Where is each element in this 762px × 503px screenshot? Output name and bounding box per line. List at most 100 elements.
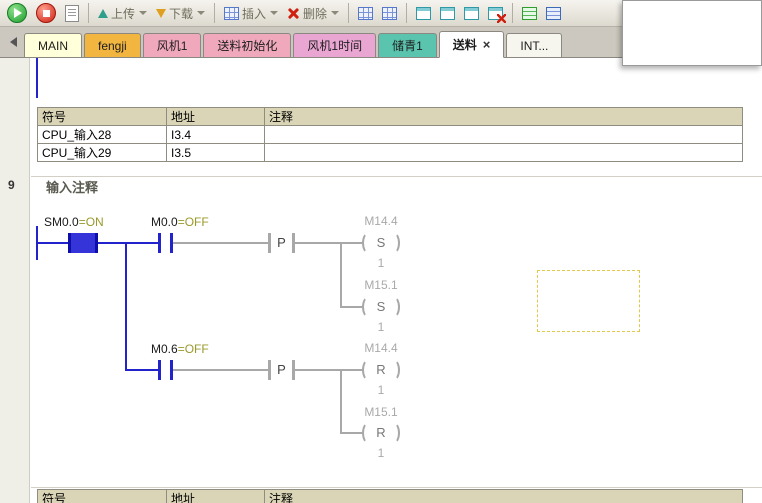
ladder-editor: 符号 地址 注释 CPU_输入28 I3.4 CPU_输入29 I3.5 9 输… bbox=[0, 58, 762, 503]
wire bbox=[295, 369, 364, 371]
wire bbox=[38, 242, 68, 244]
network-title[interactable]: 输入注释 bbox=[46, 177, 98, 196]
delete-label: 删除 bbox=[303, 5, 327, 22]
address-cell[interactable]: I3.5 bbox=[167, 144, 265, 162]
tab-fan1[interactable]: 风机1 bbox=[143, 33, 202, 57]
delete-button[interactable]: 删除 bbox=[284, 4, 342, 23]
coil-address-label: M15.1 bbox=[354, 278, 408, 292]
tab-close-icon[interactable]: × bbox=[483, 38, 491, 51]
coil-address-label: M15.1 bbox=[354, 405, 408, 419]
tab-main[interactable]: MAIN bbox=[24, 33, 82, 57]
stop-button[interactable] bbox=[33, 2, 59, 24]
new-window-button[interactable] bbox=[413, 6, 434, 21]
wire bbox=[127, 242, 158, 244]
cascade-icon bbox=[440, 7, 455, 20]
tab-label: INT... bbox=[520, 39, 548, 53]
network-divider bbox=[31, 176, 762, 177]
contact-sm0-0[interactable] bbox=[68, 233, 98, 253]
tab-fengji[interactable]: fengji bbox=[84, 33, 141, 57]
download-dropdown-icon[interactable] bbox=[197, 11, 205, 15]
tab-int[interactable]: INT... bbox=[506, 33, 562, 57]
table-row: CPU_输入28 I3.4 bbox=[38, 126, 743, 144]
upload-dropdown-icon[interactable] bbox=[139, 11, 147, 15]
tab-label: fengji bbox=[98, 39, 127, 53]
tab-feed-init[interactable]: 送料初始化 bbox=[203, 33, 291, 57]
coil-address-label: M14.4 bbox=[354, 341, 408, 355]
coil-set-m14-4[interactable]: S bbox=[362, 232, 400, 254]
address-grid-icon bbox=[358, 7, 373, 20]
toolbar-separator bbox=[406, 3, 407, 23]
tab-label: 送料初始化 bbox=[217, 37, 277, 54]
insert-icon bbox=[224, 7, 239, 20]
table-row: CPU_输入29 I3.5 bbox=[38, 144, 743, 162]
download-button[interactable]: 下载 bbox=[153, 4, 208, 23]
chevron-left-icon bbox=[10, 37, 17, 47]
coil-operand-label: 1 bbox=[354, 320, 408, 334]
delete-dropdown-icon[interactable] bbox=[331, 11, 339, 15]
tile-icon bbox=[464, 7, 479, 20]
address-cell[interactable]: I3.4 bbox=[167, 126, 265, 144]
tab-label: 储青1 bbox=[392, 37, 423, 54]
symbol-grid-icon bbox=[382, 7, 397, 20]
positive-edge-contact[interactable]: P bbox=[268, 233, 295, 253]
delete-icon bbox=[287, 7, 300, 20]
contact-operand-label: SM0.0=ON bbox=[44, 215, 104, 229]
toolbar-separator bbox=[88, 3, 89, 23]
data-block-button[interactable] bbox=[543, 6, 564, 21]
wire bbox=[127, 369, 158, 371]
wire bbox=[98, 242, 127, 244]
comment-cell[interactable] bbox=[265, 126, 743, 144]
symbol-column-header: 符号 bbox=[38, 108, 167, 126]
wire bbox=[173, 242, 268, 244]
tab-chuqing1[interactable]: 储青1 bbox=[378, 33, 437, 57]
toolbar-separator bbox=[214, 3, 215, 23]
close-window-icon bbox=[488, 7, 503, 20]
tab-label: MAIN bbox=[38, 39, 68, 53]
coil-reset-m15-1[interactable]: R bbox=[362, 422, 400, 444]
symbol-table-bottom: 符号 地址 注释 bbox=[37, 489, 743, 503]
comment-column-header: 注释 bbox=[265, 108, 743, 126]
insert-dropdown-icon[interactable] bbox=[270, 11, 278, 15]
coil-reset-m14-4[interactable]: R bbox=[362, 359, 400, 381]
tab-label: 风机1 bbox=[157, 37, 188, 54]
close-window-button[interactable] bbox=[485, 6, 506, 21]
upload-label: 上传 bbox=[111, 5, 135, 22]
coil-branch-wire bbox=[340, 369, 342, 434]
address-column-header: 地址 bbox=[167, 490, 265, 503]
network-divider bbox=[31, 487, 762, 488]
branch-wire bbox=[125, 242, 127, 371]
tab-label: 风机1时间 bbox=[307, 37, 362, 54]
contact-operand-label: M0.0=OFF bbox=[151, 215, 209, 229]
toolbar-separator bbox=[348, 3, 349, 23]
absolute-view-button[interactable] bbox=[355, 6, 376, 21]
tab-label: 送料 bbox=[453, 36, 477, 53]
run-icon bbox=[7, 3, 27, 23]
popup-panel bbox=[622, 0, 762, 66]
coil-set-m15-1[interactable]: S bbox=[362, 296, 400, 318]
coil-operand-label: 1 bbox=[354, 446, 408, 460]
contact-m0-6[interactable] bbox=[158, 360, 173, 380]
contact-m0-0[interactable] bbox=[158, 233, 173, 253]
symbol-table: 符号 地址 注释 CPU_输入28 I3.4 CPU_输入29 I3.5 bbox=[37, 107, 743, 162]
upload-button[interactable]: 上传 bbox=[95, 4, 150, 23]
symbol-table-button[interactable] bbox=[519, 6, 540, 21]
insert-button[interactable]: 插入 bbox=[221, 4, 281, 23]
tile-windows-button[interactable] bbox=[461, 6, 482, 21]
tab-fan1-time[interactable]: 风机1时间 bbox=[293, 33, 376, 57]
run-button[interactable] bbox=[4, 2, 30, 24]
symbol-table-header-row: 符号 地址 注释 bbox=[38, 108, 743, 126]
compile-button[interactable] bbox=[62, 4, 82, 23]
comment-cell[interactable] bbox=[265, 144, 743, 162]
contact-operand-label: M0.6=OFF bbox=[151, 342, 209, 356]
symbol-cell[interactable]: CPU_输入29 bbox=[38, 144, 167, 162]
symbol-cell[interactable]: CPU_输入28 bbox=[38, 126, 167, 144]
tab-scroll-left[interactable] bbox=[2, 32, 24, 52]
tab-songliao-active[interactable]: 送料 × bbox=[439, 31, 505, 58]
cascade-windows-button[interactable] bbox=[437, 6, 458, 21]
positive-edge-contact[interactable]: P bbox=[268, 360, 295, 380]
wire bbox=[295, 242, 364, 244]
symbolic-view-button[interactable] bbox=[379, 6, 400, 21]
symbol-table-header-row: 符号 地址 注释 bbox=[38, 490, 743, 503]
window-icon bbox=[416, 7, 431, 20]
